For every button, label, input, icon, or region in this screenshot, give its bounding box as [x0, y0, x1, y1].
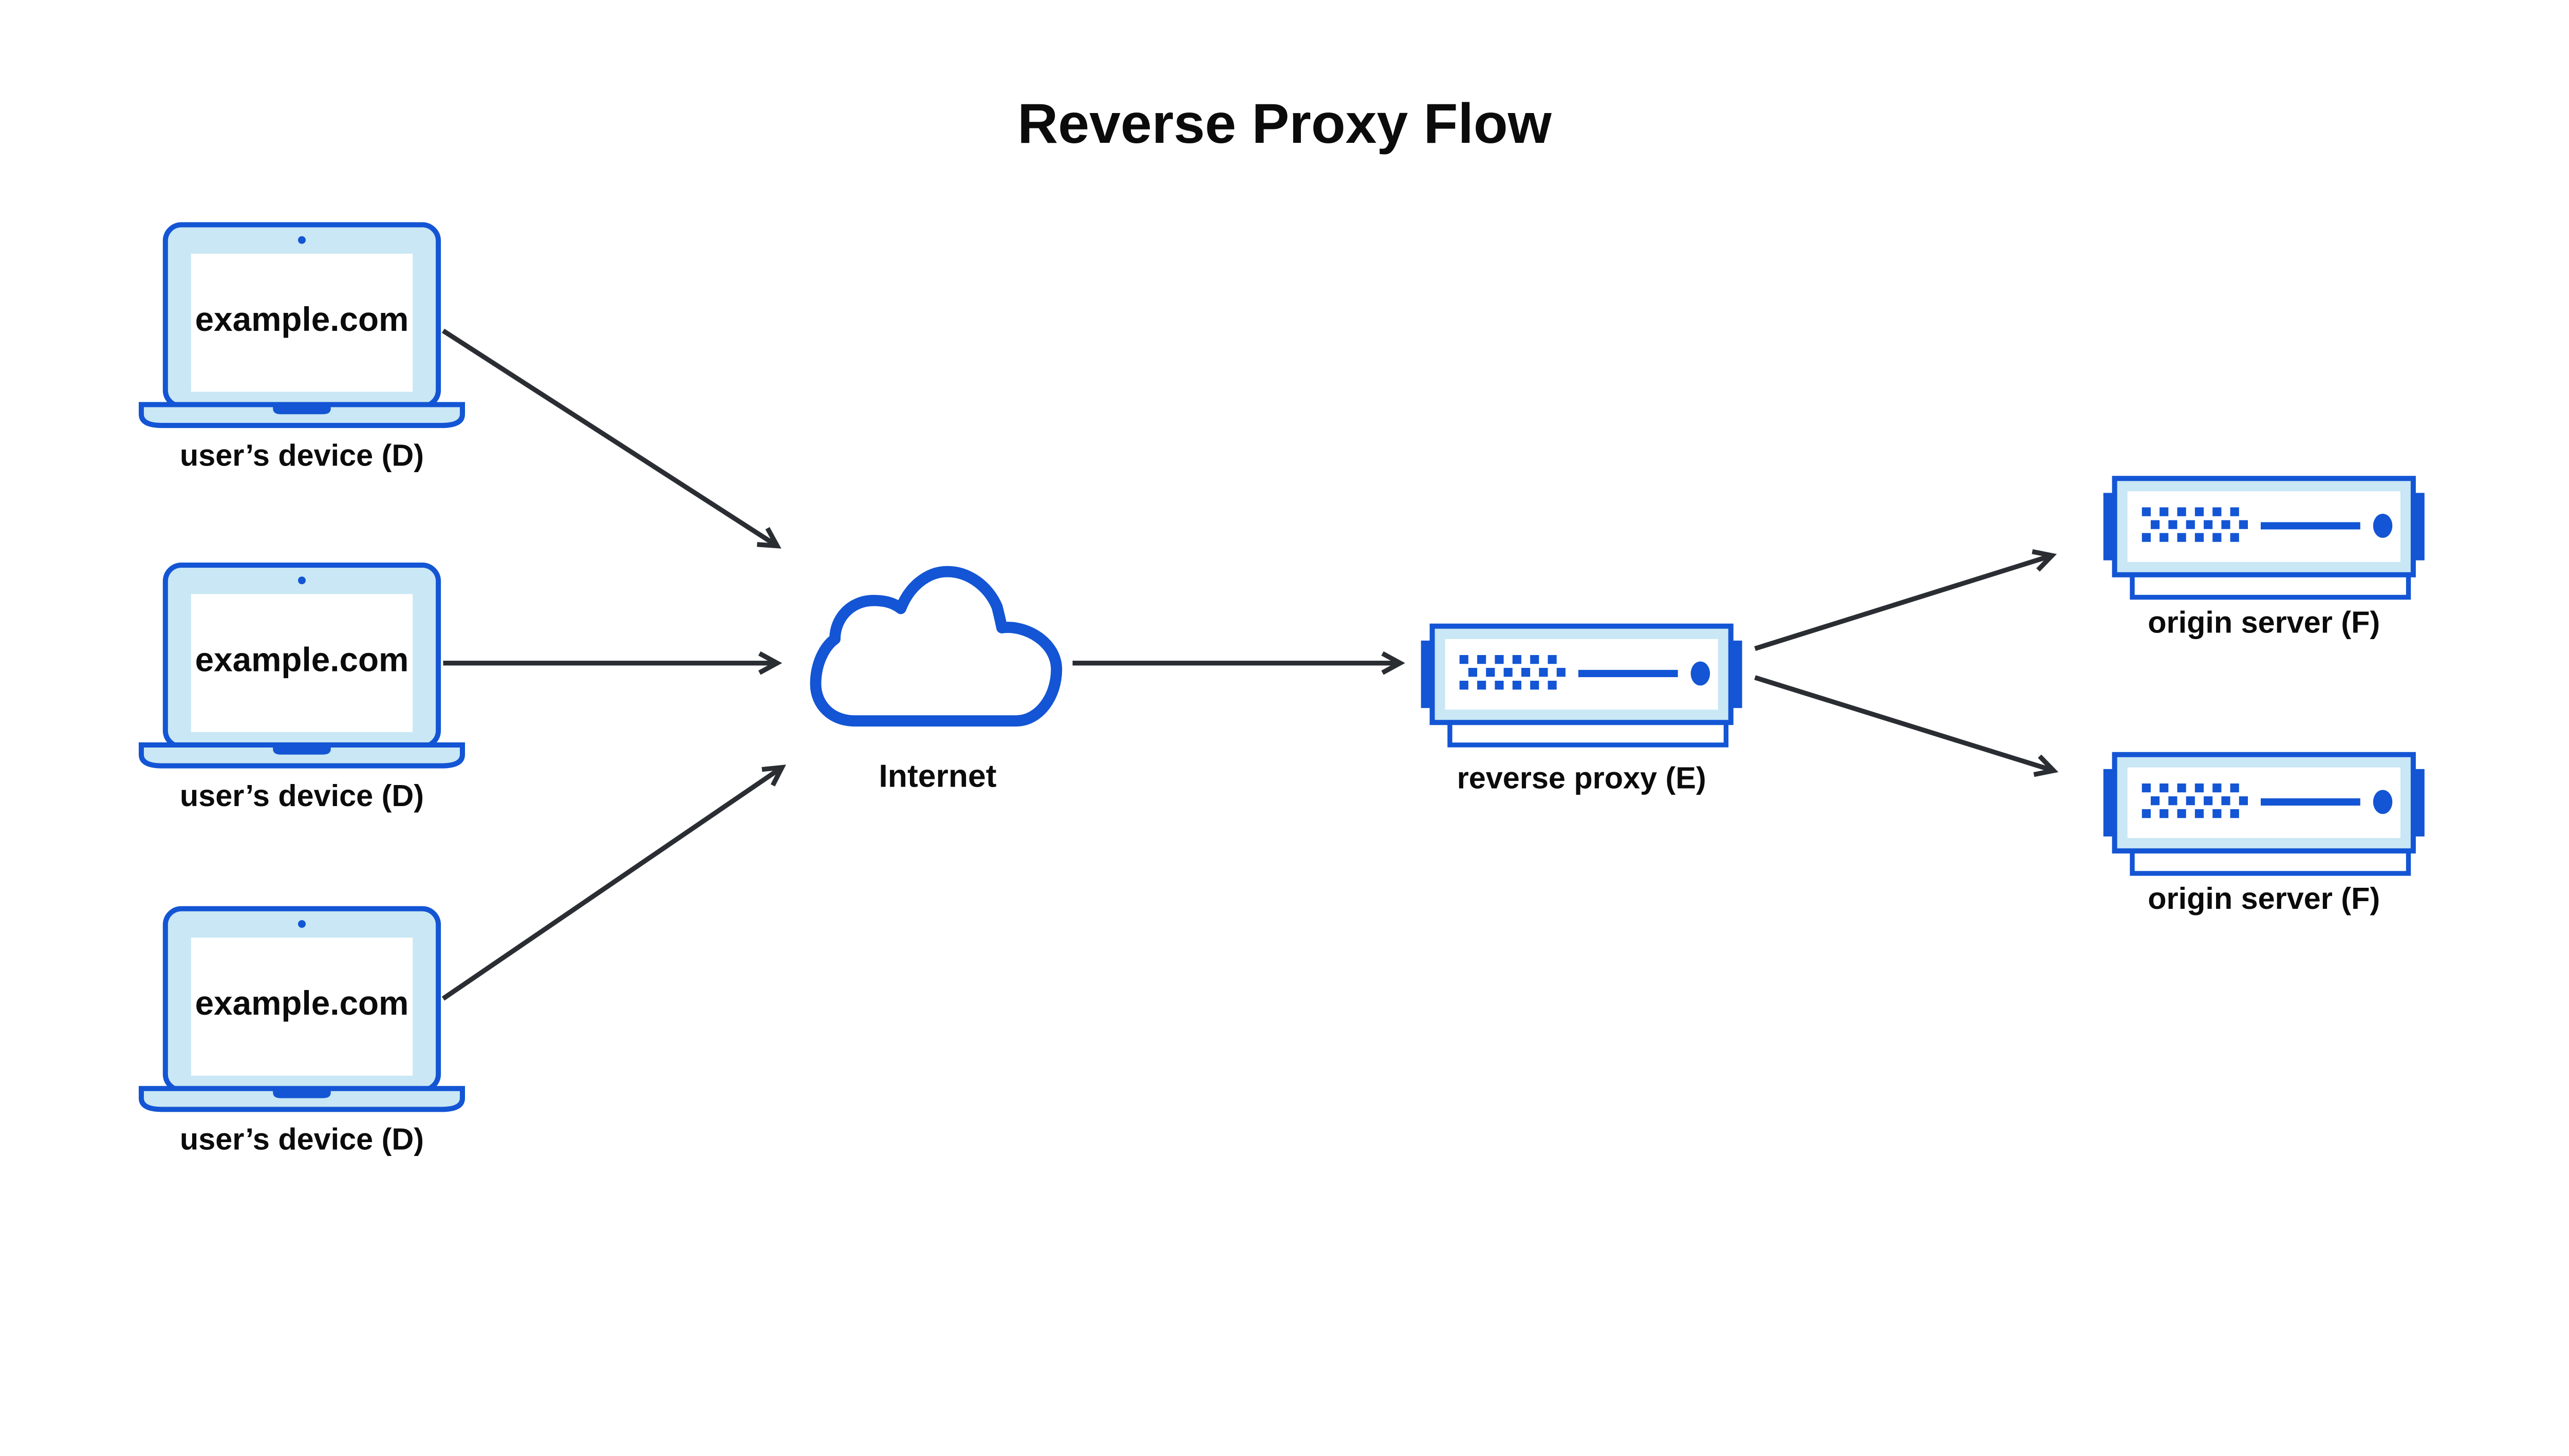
origin-server-node-1: origin server (F) — [2103, 478, 2425, 639]
reverse-proxy-flow-page: Reverse Proxy Flow example.com user’s de… — [139, 92, 2428, 1156]
internet-label: Internet — [879, 758, 996, 794]
reverse-proxy-node: reverse proxy (E) — [1421, 626, 1742, 795]
page-title: Reverse Proxy Flow — [1017, 92, 1552, 155]
internet-node: Internet — [810, 566, 1063, 794]
arrow-proxy-to-origin2 — [1754, 675, 2059, 777]
server-icon — [1421, 626, 1742, 745]
arrow-device1-to-internet — [441, 328, 781, 549]
device-screen-text: example.com — [195, 301, 409, 338]
user-device-node-1: example.com user’s device (D) — [141, 225, 462, 472]
user-device-node-2: example.com user’s device (D) — [141, 565, 462, 813]
arrow-proxy-to-origin1 — [1754, 549, 2057, 651]
reverse-proxy-flow-diagram: Reverse Proxy Flow example.com user’s de… — [139, 92, 2428, 1156]
flow-arrows — [441, 328, 2059, 1001]
device-screen-text: example.com — [195, 641, 409, 678]
origin-server-node-2: origin server (F) — [2103, 755, 2425, 916]
user-device-node-3: example.com user’s device (D) — [141, 909, 462, 1156]
cloud-icon — [810, 566, 1063, 727]
device-screen-text: example.com — [195, 984, 409, 1022]
origin-server-label: origin server (F) — [2148, 881, 2380, 916]
origin-server-label: origin server (F) — [2148, 605, 2380, 639]
arrow-device3-to-internet — [441, 764, 786, 1001]
device-label: user’s device (D) — [180, 778, 424, 813]
server-icon — [2103, 478, 2425, 597]
reverse-proxy-label: reverse proxy (E) — [1457, 760, 1706, 795]
device-label: user’s device (D) — [180, 1122, 424, 1156]
server-icon — [2103, 755, 2425, 873]
device-label: user’s device (D) — [180, 438, 424, 472]
